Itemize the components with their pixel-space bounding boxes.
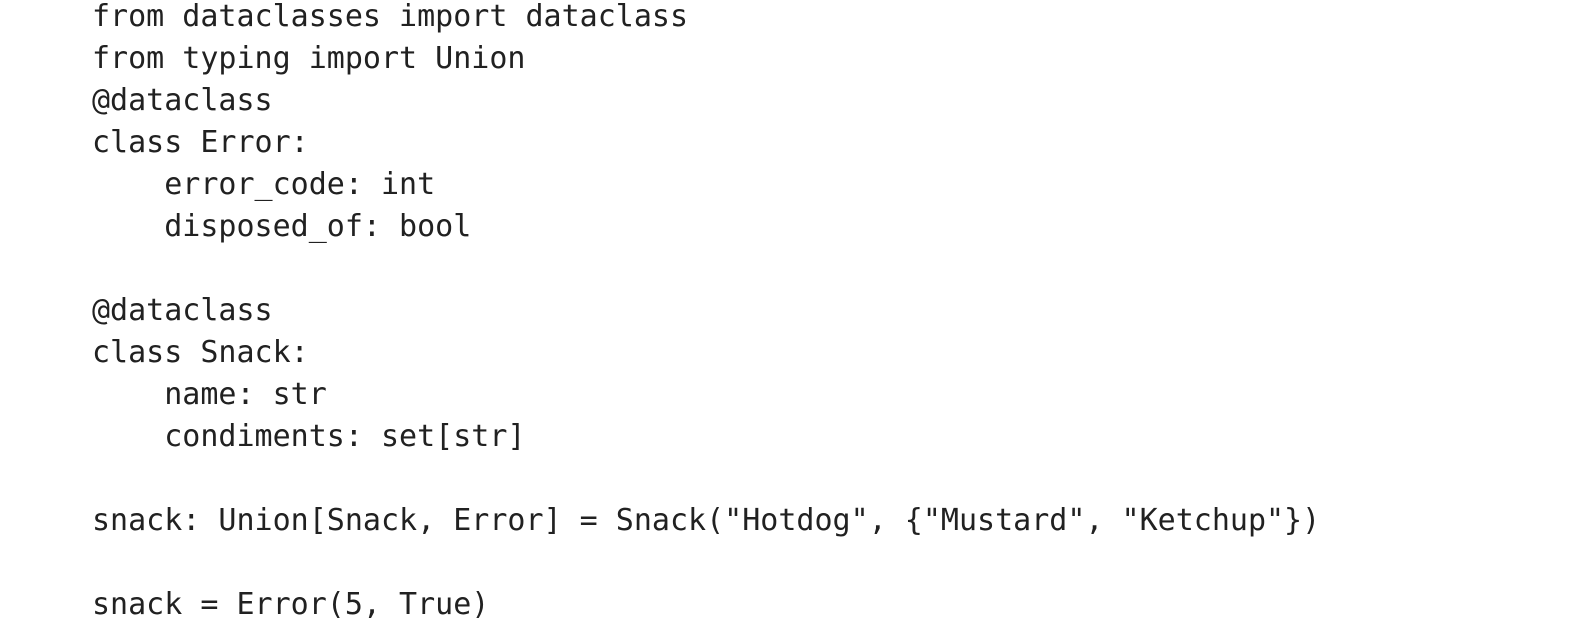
code-block[interactable]: from dataclasses import dataclass from ty… — [92, 0, 1320, 626]
code-line: error_code: int — [92, 167, 436, 202]
code-content: from dataclasses import dataclass from ty… — [92, 0, 1320, 626]
code-line: condiments: set[str] — [92, 419, 526, 454]
code-line: disposed_of: bool — [92, 209, 472, 244]
code-line: class Snack: — [92, 335, 309, 370]
code-line: @dataclass — [92, 293, 273, 328]
code-line: class Error: — [92, 125, 309, 160]
code-line-blank — [92, 458, 1320, 500]
code-line: @dataclass — [92, 83, 273, 118]
code-line-blank — [92, 248, 1320, 290]
code-line: snack = Error(5, True) — [92, 587, 490, 622]
code-line-blank — [92, 542, 1320, 584]
code-line: snack: Union[Snack, Error] = Snack("Hotd… — [92, 503, 1321, 538]
code-line: from dataclasses import dataclass — [92, 0, 689, 34]
code-line: from typing import Union — [92, 41, 526, 76]
code-line: name: str — [92, 377, 327, 412]
